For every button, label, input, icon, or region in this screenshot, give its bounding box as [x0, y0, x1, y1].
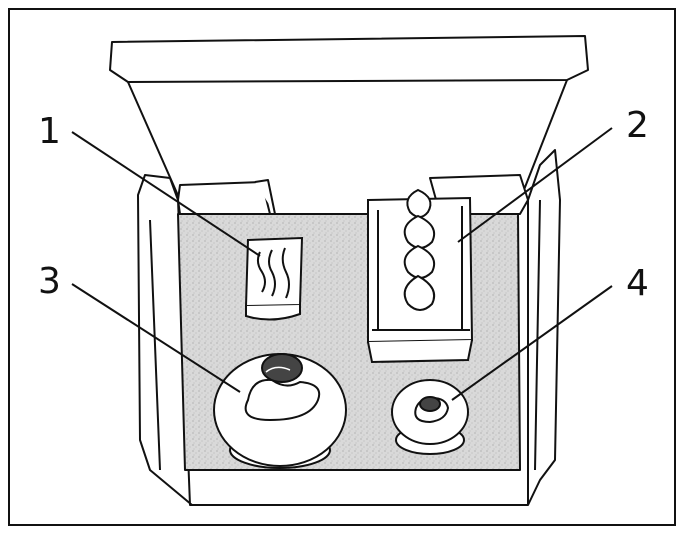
callout-line-2: [457, 127, 613, 243]
callout-lines: [71, 127, 613, 401]
callout-label-3: 3: [38, 261, 61, 302]
square-cake: [244, 236, 304, 321]
cream-swirls: [403, 188, 436, 311]
callout-line-1: [71, 131, 261, 257]
callout-line-3: [71, 283, 241, 393]
box-lid: [109, 35, 589, 201]
callout-label-1: 1: [38, 111, 61, 152]
small-round-cake: [391, 379, 469, 455]
callout-line-4: [451, 285, 613, 401]
callout-label-2: 2: [626, 105, 649, 146]
callout-label-4: 4: [626, 263, 649, 304]
long-pastry: [367, 188, 474, 364]
box-body: [137, 149, 561, 506]
large-round-cake: [213, 353, 347, 469]
